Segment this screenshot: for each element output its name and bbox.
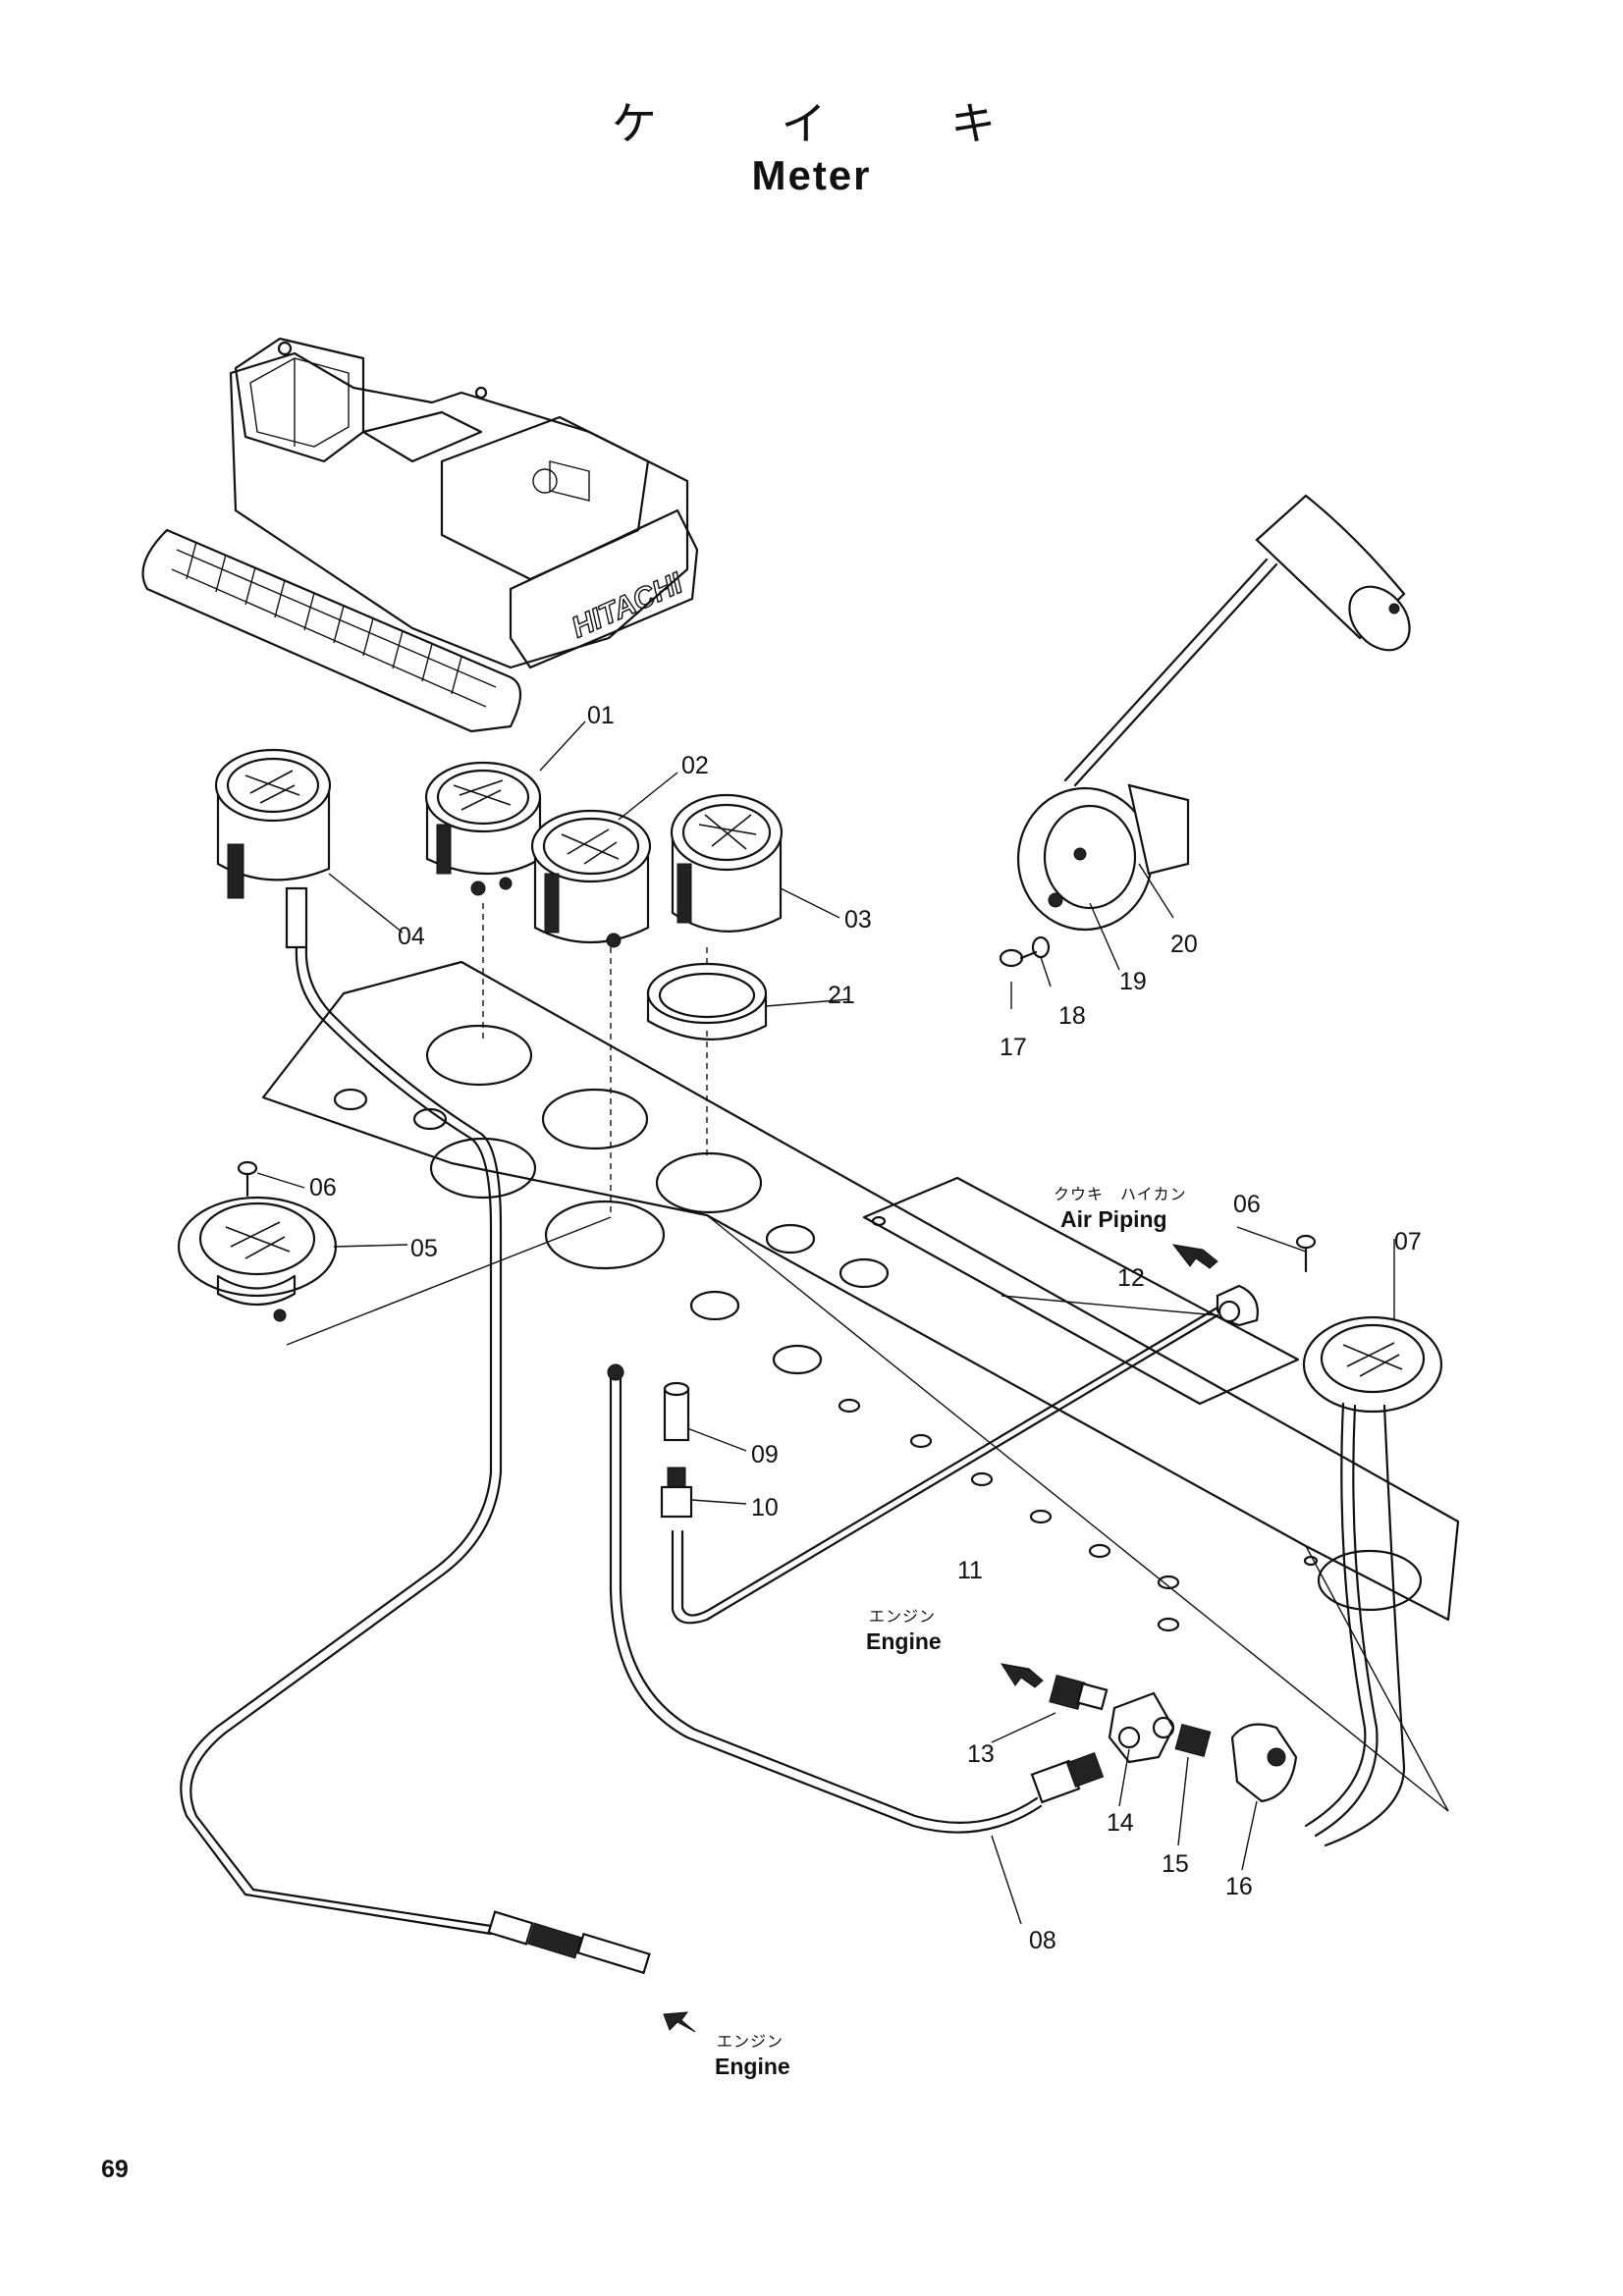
fuel-level-sender (1016, 494, 1411, 932)
instrument-panel-plate (261, 960, 1460, 1812)
label-05: 05 (410, 1235, 438, 1262)
page-number: 69 (101, 2156, 129, 2183)
connector-13 (1049, 1674, 1109, 1711)
callout-engine-mid-en: Engine (866, 1629, 942, 1654)
label-02: 02 (681, 752, 709, 779)
label-09: 09 (751, 1441, 779, 1468)
label-10: 10 (751, 1494, 779, 1522)
label-16: 16 (1225, 1873, 1253, 1900)
bezel-ring-21 (646, 962, 768, 1158)
label-21: 21 (828, 982, 855, 1009)
pressure-switch-16 (1230, 1723, 1298, 1803)
callout-engine-bottom-en: Engine (715, 2054, 790, 2079)
label-07: 07 (1394, 1228, 1422, 1255)
arrow-engine-mid (1000, 1663, 1044, 1688)
arrow-air-piping (1171, 1244, 1218, 1269)
label-13: 13 (967, 1740, 995, 1768)
label-17: 17 (1000, 1034, 1027, 1061)
label-04: 04 (398, 923, 425, 950)
label-14: 14 (1107, 1809, 1134, 1837)
callout-air-piping-en: Air Piping (1060, 1206, 1167, 1232)
elbow-12 (1216, 1284, 1259, 1327)
gauge-07 (1302, 1315, 1443, 1847)
page-title-english: Meter (751, 152, 872, 198)
label-01: 01 (587, 702, 615, 729)
page-title-japanese: ケ イ キ (611, 97, 1052, 150)
screw-17 (999, 948, 1038, 968)
adaptor-09 (663, 1381, 690, 1442)
tee-14 (1108, 1691, 1175, 1764)
gauge-05 (177, 1196, 612, 1346)
washer-18 (1031, 935, 1051, 959)
excavator-illustration: HITACHI (141, 337, 699, 733)
label-08: 08 (1029, 1927, 1056, 1954)
callout-air-piping-jp: クウキ ハイカン (1054, 1185, 1187, 1203)
gauge-04 (180, 748, 651, 1975)
callout-engine-bottom-jp: エンジン (717, 2032, 784, 2051)
label-19: 19 (1119, 968, 1147, 995)
tube-08 (607, 1363, 1105, 1834)
callout-engine-mid-jp: エンジン (869, 1607, 936, 1626)
fitting-15 (1174, 1723, 1212, 1758)
label-11: 11 (957, 1557, 983, 1584)
label-06-right: 06 (1233, 1191, 1261, 1218)
label-03: 03 (844, 906, 872, 934)
fitting-10 (660, 1467, 693, 1519)
hitachi-logo: HITACHI (567, 566, 687, 644)
label-06-left: 06 (309, 1174, 337, 1201)
label-15: 15 (1162, 1850, 1189, 1878)
tube-11 (671, 1306, 1219, 1625)
label-12: 12 (1117, 1264, 1145, 1292)
screw-06-left (237, 1160, 258, 1198)
gauge-03 (670, 793, 784, 982)
gauge-01 (424, 761, 542, 1041)
label-20: 20 (1170, 931, 1198, 958)
label-18: 18 (1058, 1002, 1086, 1030)
gauge-02 (530, 809, 652, 1217)
screw-06-right (1295, 1234, 1317, 1273)
arrow-engine-bottom (663, 2011, 696, 2033)
